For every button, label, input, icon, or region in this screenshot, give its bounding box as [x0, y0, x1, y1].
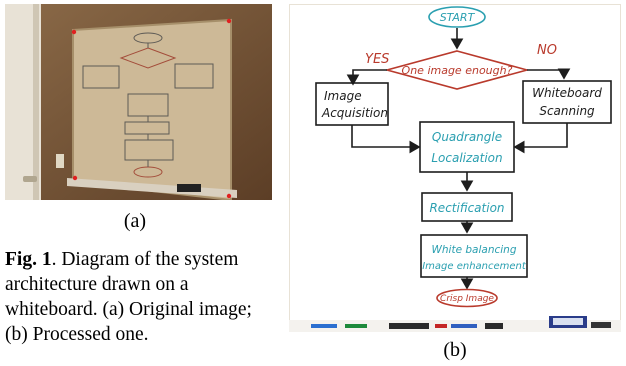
- subfigure-label-b: (b): [443, 339, 467, 361]
- quadrangle-label-1: Quadrangle: [432, 130, 502, 144]
- start-node: [428, 6, 486, 28]
- corner-marker: [226, 193, 232, 199]
- corner-marker: [71, 29, 77, 35]
- whiteboard-scanning-label-2: Scanning: [539, 104, 595, 118]
- original-photo: [5, 4, 272, 200]
- no-label: NO: [537, 43, 557, 58]
- image-acquisition-label-1: Image: [324, 89, 362, 103]
- white-balancing-label-1: White balancing: [432, 244, 517, 256]
- caption-text: . Diagram of the system architecture dra…: [5, 249, 252, 345]
- rectification-label: Rectification: [429, 201, 504, 215]
- figure-caption: Fig. 1. Diagram of the system architectu…: [5, 247, 273, 347]
- image-acquisition-label-2: Acquisition: [321, 106, 388, 120]
- white-balancing-label-2: Image enhancement: [422, 261, 527, 272]
- crisp-image-label: Crisp Image: [440, 294, 494, 304]
- yes-label: YES: [365, 52, 389, 67]
- corner-marker: [72, 175, 78, 181]
- decision-label: One image enough?: [402, 64, 513, 77]
- crisp-image-node: [436, 288, 498, 308]
- corner-marker: [226, 18, 232, 24]
- white-balancing-box: [420, 234, 528, 278]
- decision-node: [383, 50, 531, 90]
- start-label: START: [440, 11, 476, 24]
- processed-whiteboard: START One image enough? YES NO Image Acq…: [289, 4, 621, 332]
- marker-tray: [289, 316, 621, 332]
- subfigure-label-a: (a): [123, 210, 147, 232]
- quadrangle-label-2: Localization: [431, 151, 502, 165]
- caption-label: Fig. 1: [5, 249, 52, 270]
- whiteboard-scanning-label-1: Whiteboard: [532, 86, 602, 100]
